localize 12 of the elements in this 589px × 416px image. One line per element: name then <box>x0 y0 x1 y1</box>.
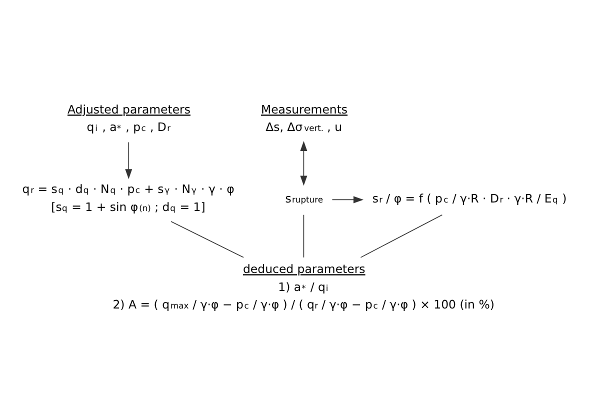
connector <box>360 214 443 258</box>
arrow <box>125 141 132 179</box>
arrow <box>332 196 364 203</box>
node-text: sr / φ = f ( pc / γ·R · Dr · γ·R / Eq ) <box>372 190 567 205</box>
node-text: qr = sq · dq · Nq · pc + sγ · Nγ · γ · φ [sq = 1 + sin φ(n) ; dq = 1] <box>22 182 234 214</box>
node-text: deduced parameters 1) a* / qi 2) A = ( qmax / γ·φ − pc / γ·φ ) / ( qr / γ·φ − pc / γ·φ ) × 100 (in %) <box>112 262 494 311</box>
node-text: Measurements Δs, Δσvert. , u <box>260 102 348 134</box>
node-text: srupture <box>285 190 324 205</box>
arrow <box>300 140 308 186</box>
node-text: Adjusted parameters qi , a* , pc , Dr <box>68 102 190 134</box>
connector <box>170 220 244 258</box>
connector <box>303 214 304 258</box>
